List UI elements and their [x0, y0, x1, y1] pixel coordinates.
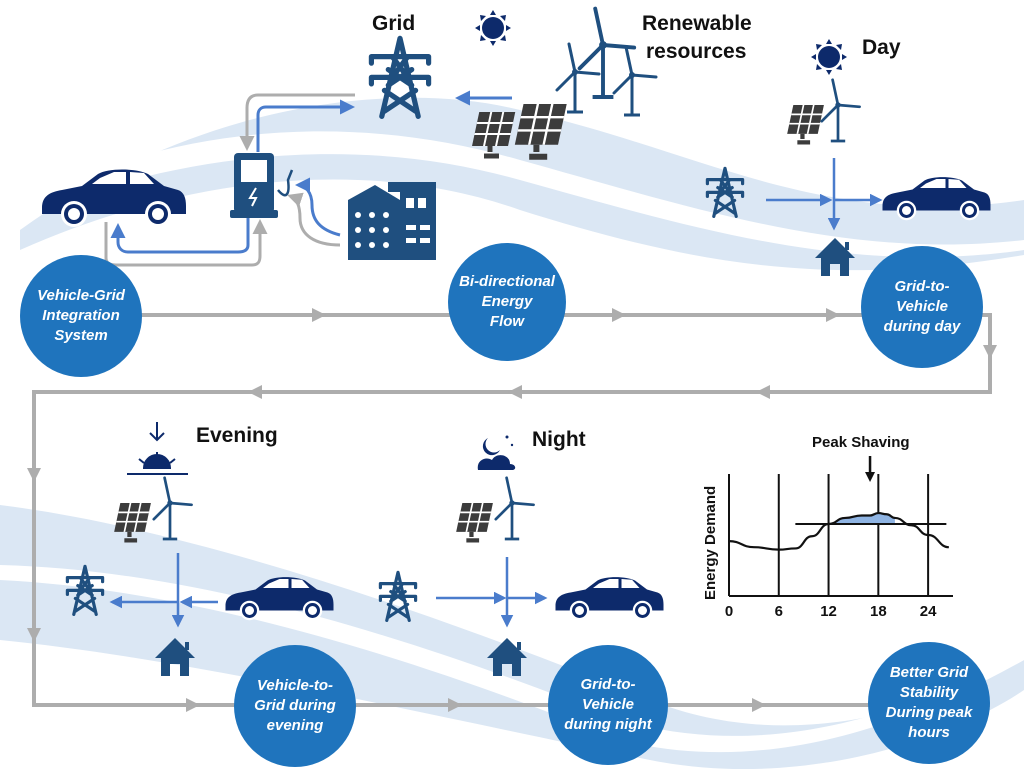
connector-arrowheads: [27, 308, 997, 712]
night-flow-arrows: [436, 557, 548, 628]
buildings-icon: [348, 182, 436, 260]
sunset-icon: [127, 422, 188, 475]
car-icon: [555, 577, 664, 621]
day-flow-arrows: [766, 158, 883, 231]
chart-title: Peak Shaving: [812, 434, 910, 451]
moon-cloud-icon: [477, 435, 516, 470]
label-renewable-line2: resources: [646, 40, 747, 63]
chart-x-tick: 18: [869, 603, 887, 620]
chart-x-tick: 24: [919, 603, 937, 620]
chart-demand-line: [728, 511, 949, 551]
label-grid: Grid: [372, 12, 416, 35]
label-renewable-line1: Renewable: [642, 12, 752, 35]
solar-panel-icon: [787, 105, 824, 142]
wave-band-bottom: [0, 505, 1024, 770]
sun-icon: [475, 10, 511, 46]
chart-y-axis-label: Energy Demand: [702, 485, 719, 600]
wind-turbine-icon: [152, 476, 193, 541]
label-night: Night: [532, 428, 586, 451]
label-day: Day: [862, 36, 901, 59]
bidirectional-flow-arrows: [104, 90, 512, 267]
chart-x-tick: 6: [774, 603, 783, 620]
solar-panel-icon: [456, 503, 493, 540]
sun-icon: [811, 39, 847, 75]
chart-peak-shaded-area: [828, 513, 895, 525]
chart-peak-arrowhead: [865, 472, 876, 482]
wave-band-top: [0, 97, 1024, 271]
evening-flow-arrows: [109, 553, 218, 628]
peak-shaving-chart: [728, 456, 953, 597]
chart-x-tick: 0: [724, 603, 734, 620]
wind-turbine-icon: [494, 476, 535, 541]
ev-charger-icon: [230, 153, 294, 218]
label-evening: Evening: [196, 424, 278, 447]
chart-x-tick: 12: [820, 603, 837, 620]
wind-turbine-icon: [820, 78, 861, 143]
